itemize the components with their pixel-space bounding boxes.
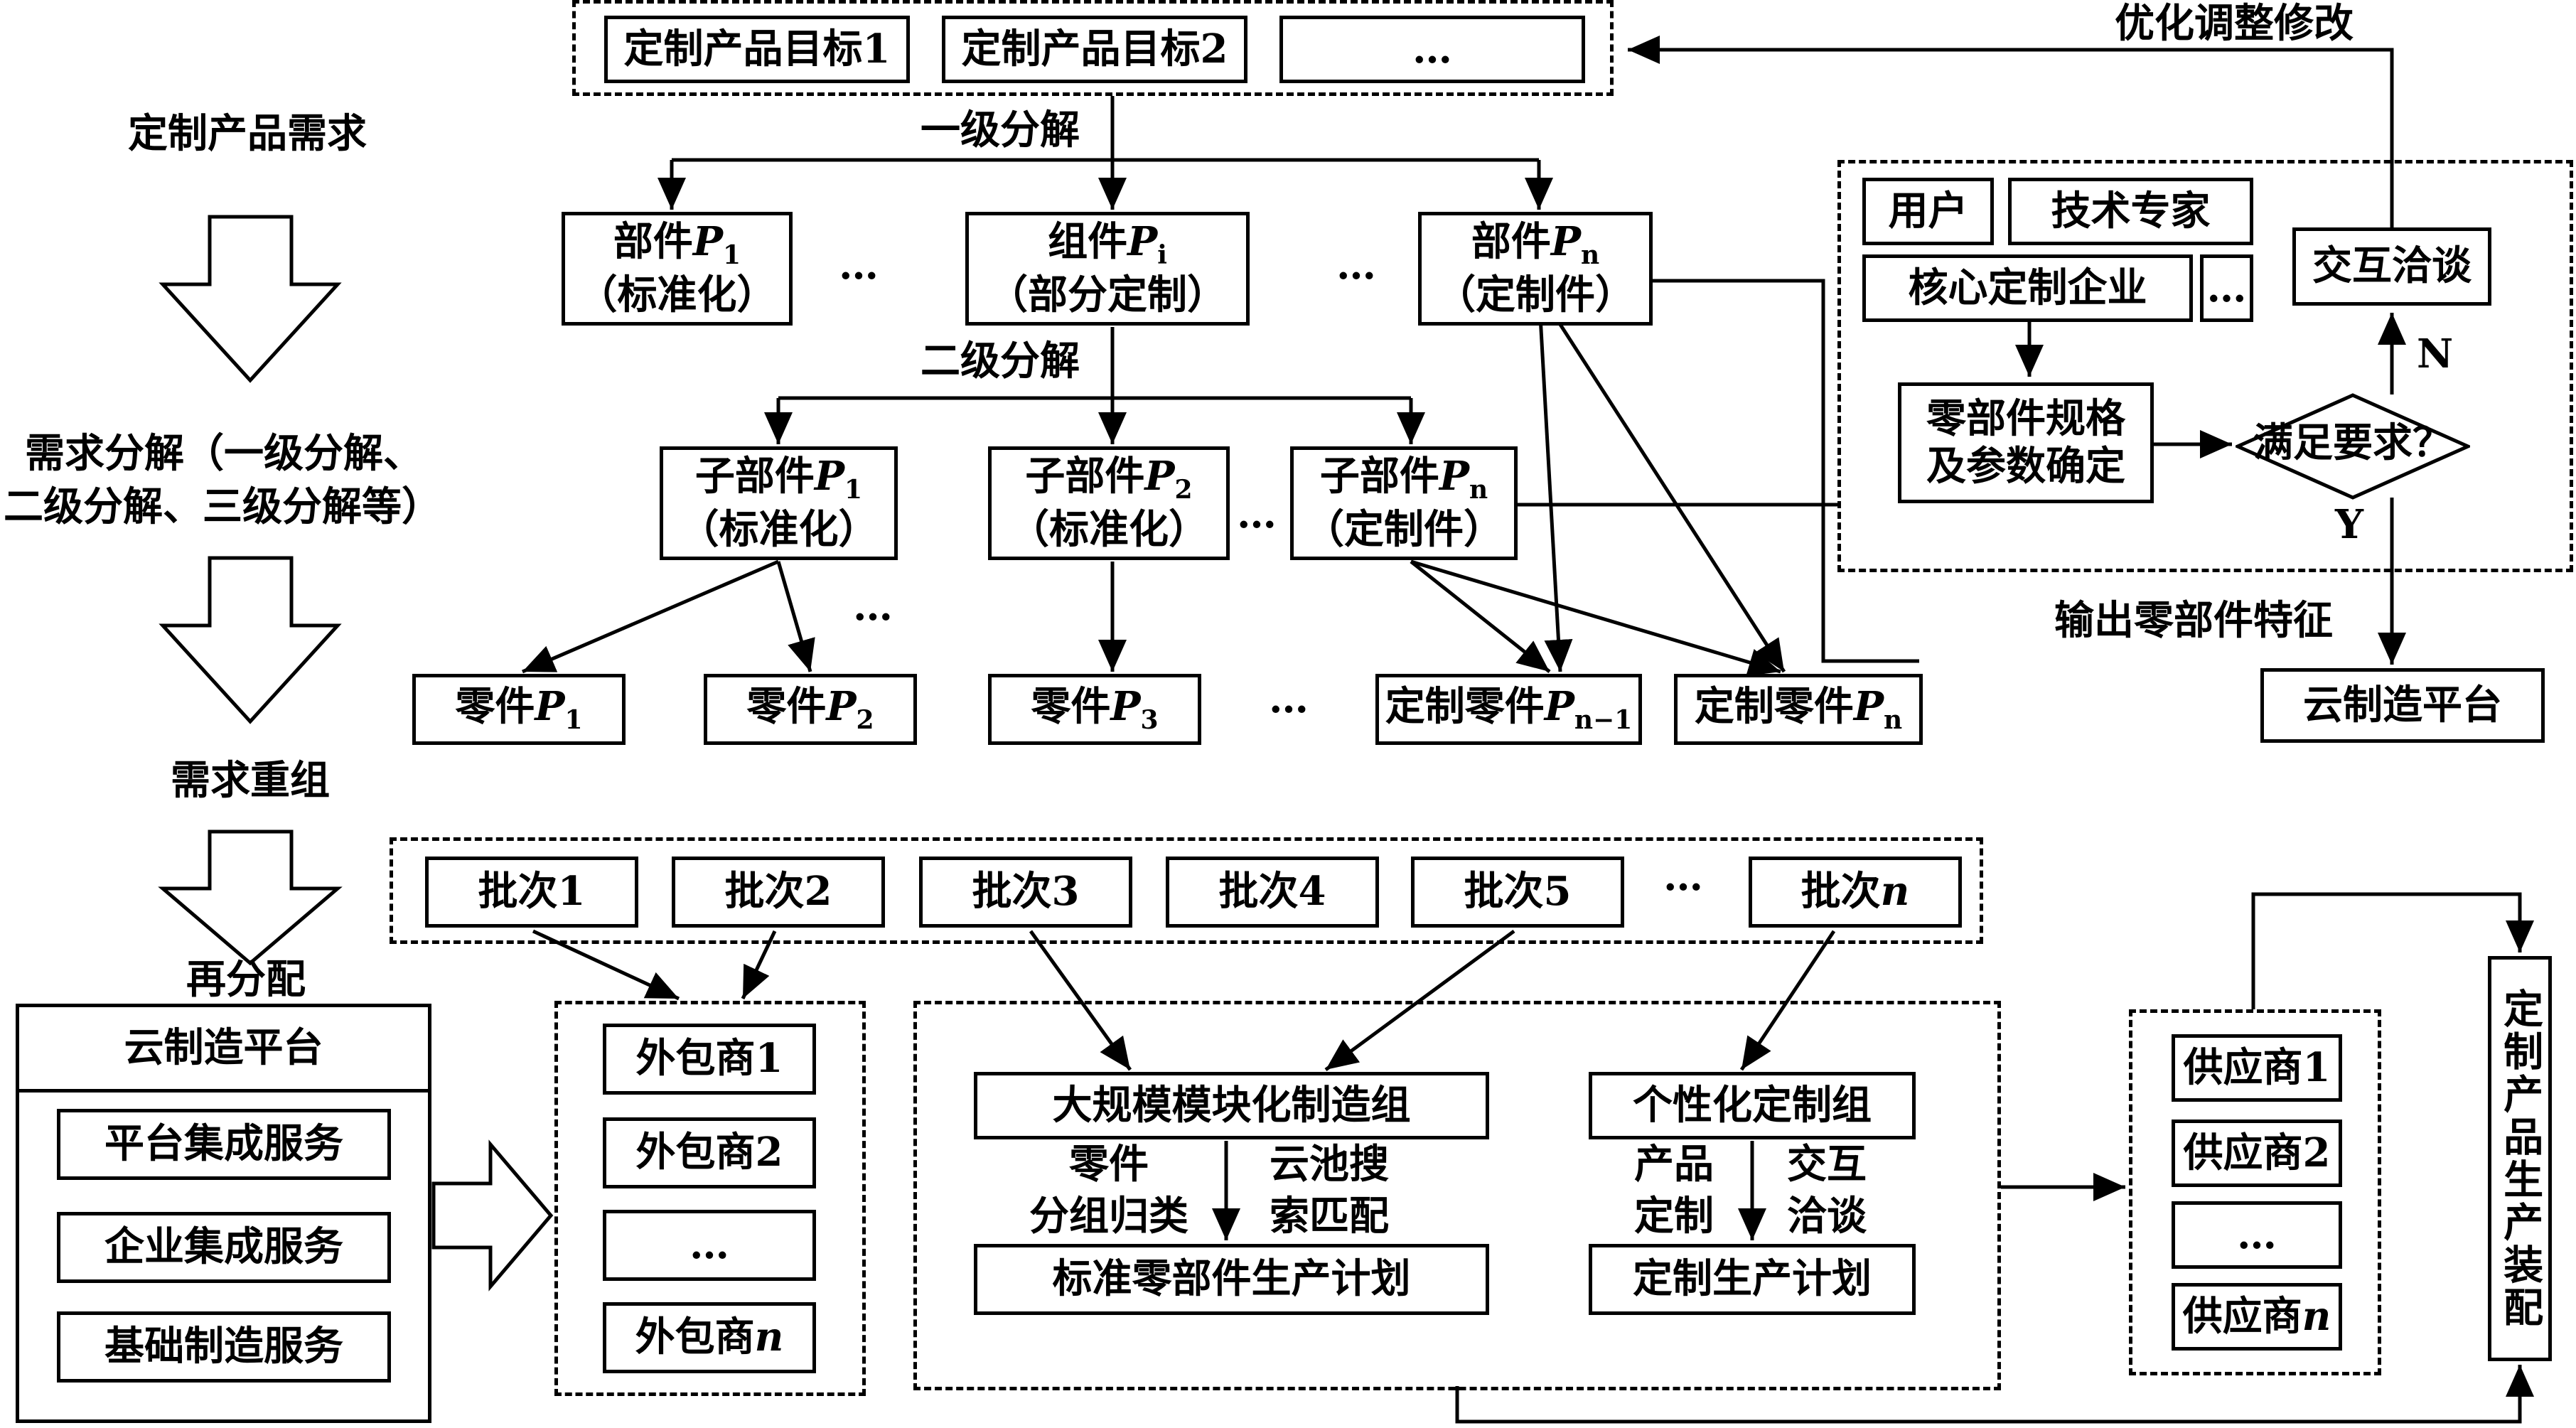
- batch-2: 批次2: [672, 857, 885, 928]
- level1-label: 一级分解: [921, 107, 1080, 154]
- negotiation-frame: [1837, 160, 2573, 572]
- stage-arrow-2: [159, 556, 342, 724]
- stage-arrow-1: [159, 215, 342, 383]
- stage-demand: 定制产品需求: [128, 110, 367, 157]
- expert-box: 技术专家: [2008, 178, 2253, 245]
- stage-redistribute: 再分配: [186, 956, 306, 1003]
- personal-right-note-1: 交互: [1787, 1141, 1867, 1188]
- custom-part-pn: 定制零件Pn: [1674, 674, 1923, 745]
- service-basic-manufacturing: 基础制造服务: [57, 1311, 391, 1383]
- goal-box-1: 定制产品目标1: [604, 16, 910, 83]
- output-features-label: 输出零部件特征: [2054, 597, 2333, 644]
- personalized-group: 个性化定制组: [1589, 1072, 1916, 1139]
- level2-label: 二级分解: [921, 338, 1080, 385]
- ellipsis-l1-a: …: [839, 242, 879, 289]
- ellipsis-parts: …: [1269, 675, 1309, 722]
- outsourcer-1: 外包商1: [603, 1024, 816, 1095]
- goals-frame: [572, 0, 1614, 96]
- mass-right-note-1: 云池搜: [1270, 1141, 1389, 1188]
- component-p1: 部件P1 （标准化）: [562, 212, 793, 326]
- personal-left-note-2: 定制: [1634, 1193, 1714, 1240]
- supplier-2: 供应商2: [2172, 1120, 2342, 1187]
- ellipsis-l1-b: …: [1336, 242, 1376, 289]
- platform-to-outsourcer-arrow: [431, 1139, 554, 1292]
- part-p1: 零件P1: [412, 674, 626, 745]
- ellipsis-batches: …: [1663, 853, 1703, 900]
- stage-decompose-line1: 需求分解（一级分解、: [25, 430, 423, 477]
- decision-diamond: [2236, 393, 2470, 500]
- batch-5: 批次5: [1411, 857, 1624, 928]
- core-enterprise-box: 核心定制企业: [1862, 254, 2193, 322]
- batch-3: 批次3: [919, 857, 1132, 928]
- stage-decompose-line2: 二级分解、三级分解等）: [4, 483, 441, 530]
- cloud-platform-top: 云制造平台: [2260, 668, 2545, 743]
- outsourcer-n: 外包商n: [603, 1302, 816, 1373]
- standard-parts-plan: 标准零部件生产计划: [974, 1244, 1489, 1315]
- optimize-label: 优化调整修改: [2115, 0, 2354, 47]
- mass-left-note-1: 零件: [1069, 1141, 1149, 1188]
- goal-box-2: 定制产品目标2: [942, 16, 1247, 83]
- outsourcer-more: …: [603, 1210, 816, 1281]
- interact-box: 交互洽谈: [2292, 227, 2491, 306]
- personal-right-note-2: 洽谈: [1787, 1193, 1867, 1240]
- outsourcer-frame: [554, 1001, 866, 1396]
- mass-modular-group: 大规模模块化制造组: [974, 1072, 1489, 1139]
- groups-frame: [913, 1001, 2001, 1390]
- mass-right-note-2: 索匹配: [1270, 1193, 1389, 1240]
- outsourcer-2: 外包商2: [603, 1117, 816, 1188]
- personal-left-note-1: 产品: [1634, 1141, 1714, 1188]
- user-box: 用户: [1862, 178, 1994, 245]
- supplier-frame: [2129, 1009, 2381, 1375]
- supplier-n: 供应商n: [2172, 1283, 2342, 1351]
- stage-arrow-3: [158, 830, 343, 966]
- spec-params-box: 零部件规格 及参数确定: [1898, 382, 2154, 503]
- batches-frame: [390, 837, 1983, 944]
- stage-recombine: 需求重组: [171, 757, 330, 804]
- subcomponent-p1: 子部件P1 （标准化）: [660, 446, 898, 560]
- custom-part-pn-1: 定制零件Pn−1: [1375, 674, 1642, 745]
- batch-1: 批次1: [425, 857, 638, 928]
- core-more-box: …: [2200, 254, 2253, 322]
- ellipsis-l2-a: …: [853, 583, 893, 630]
- mass-left-note-2: 分组归类: [1029, 1193, 1188, 1240]
- subcomponent-p2: 子部件P2 （标准化）: [988, 446, 1230, 560]
- custom-product-assembly: 定制产品生产装配: [2488, 956, 2552, 1361]
- assembly-pi: 组件Pi （部分定制）: [965, 212, 1250, 326]
- custom-production-plan: 定制生产计划: [1589, 1244, 1916, 1315]
- decision-label: 满足要求？: [2253, 419, 2452, 466]
- yes-label: Y: [2335, 501, 2363, 548]
- part-p3: 零件P3: [988, 674, 1201, 745]
- service-platform-integration: 平台集成服务: [57, 1109, 391, 1180]
- subcomponent-pn: 子部件Pn （定制件）: [1290, 446, 1518, 560]
- platform-title: 云制造平台: [19, 1007, 428, 1093]
- component-pn: 部件Pn （定制件）: [1418, 212, 1653, 326]
- goal-box-more: …: [1279, 16, 1585, 83]
- ellipsis-l2-b: …: [1237, 490, 1277, 537]
- batch-4: 批次4: [1166, 857, 1379, 928]
- no-label: N: [2417, 331, 2454, 377]
- batch-n: 批次n: [1749, 857, 1962, 928]
- service-enterprise-integration: 企业集成服务: [57, 1212, 391, 1283]
- supplier-more: …: [2172, 1201, 2342, 1269]
- supplier-1: 供应商1: [2172, 1034, 2342, 1102]
- part-p2: 零件P2: [704, 674, 917, 745]
